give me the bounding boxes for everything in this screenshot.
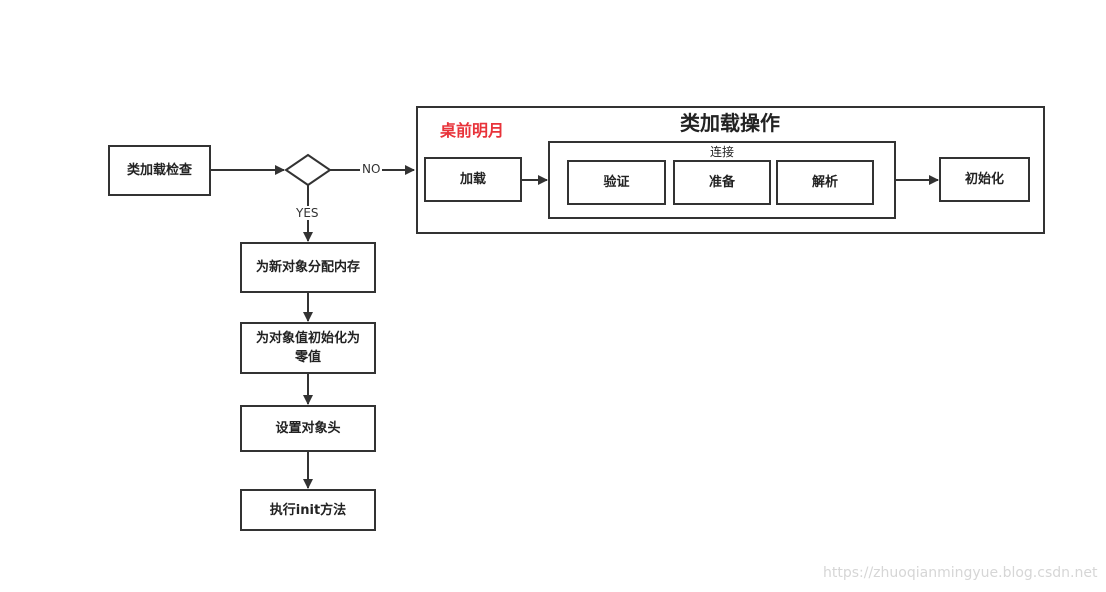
loading-label: 加载 [459, 172, 486, 187]
verify-node: 验证 [567, 160, 666, 205]
verify-label: 验证 [603, 175, 630, 190]
no-edge-label: NO [360, 162, 383, 176]
init-zero-node: 为对象值初始化为 零值 [240, 322, 376, 374]
initialize-label: 初始化 [964, 172, 1004, 187]
prepare-node: 准备 [673, 160, 771, 205]
prepare-label: 准备 [708, 175, 735, 190]
set-header-node: 设置对象头 [240, 405, 376, 452]
init-zero-label: 为对象值初始化为 零值 [255, 331, 360, 365]
brand-text: 桌前明月 [440, 121, 505, 140]
resolve-node: 解析 [776, 160, 874, 205]
linking-group [548, 141, 896, 219]
exec-init-label: 执行init方法 [269, 502, 347, 518]
resolve-label: 解析 [811, 175, 838, 190]
watermark-text: https://zhuoqianmingyue.blog.csdn.net [823, 565, 1098, 581]
alloc-memory-label: 为新对象分配内存 [255, 260, 360, 275]
class-load-check-label: 类加载检查 [126, 163, 192, 178]
class-load-check-node: 类加载检查 [108, 145, 211, 196]
set-header-label: 设置对象头 [275, 421, 341, 436]
initialize-node: 初始化 [939, 157, 1030, 202]
decision-diamond [284, 153, 332, 187]
alloc-memory-node: 为新对象分配内存 [240, 242, 376, 293]
loading-node: 加载 [424, 157, 522, 202]
exec-init-node: 执行init方法 [240, 489, 376, 531]
class-load-ops-group [416, 106, 1045, 234]
yes-edge-label: YES [294, 206, 321, 220]
class-load-ops-title: 类加载操作 [680, 111, 780, 135]
linking-title: 连接 [710, 145, 735, 159]
